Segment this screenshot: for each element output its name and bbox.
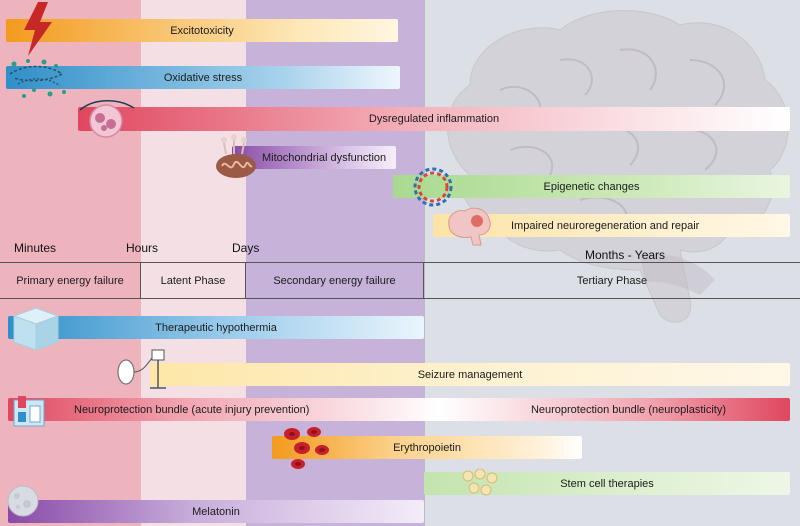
melatonin-label: Melatonin xyxy=(192,505,240,518)
impaired-neuroregeneration-label: Impaired neuroregeneration and repair xyxy=(511,219,700,232)
tertiary-phase-label: Tertiary Phase xyxy=(576,274,648,287)
mitochondrial-dysfunction-label: Mitochondrial dysfunction xyxy=(262,151,387,164)
seizure-management-label: Seizure management xyxy=(417,368,523,381)
moon-icon xyxy=(7,485,39,517)
secondary-phase-label: Secondary energy failure xyxy=(246,263,424,298)
neuroprotection-acute-label: Neuroprotection bundle (acute injury pre… xyxy=(74,403,310,416)
immune-cell-icon xyxy=(79,100,135,138)
neuroprotection-bundle-bar: Neuroprotection bundle (acute injury pre… xyxy=(8,398,790,421)
primary-phase-label: Primary energy failure xyxy=(0,263,141,298)
dysregulated-inflammation-bar: Dysregulated inflammation xyxy=(78,107,790,131)
erythropoietin-bar: Erythropoietin xyxy=(272,436,582,459)
dna-helix-icon xyxy=(413,167,453,207)
stem-cell-therapies-label: Stem cell therapies xyxy=(560,477,654,490)
red-blood-cells-icon xyxy=(284,427,329,469)
mitochondrial-dysfunction-bar: Mitochondrial dysfunction xyxy=(232,146,396,169)
hours-label: Hours xyxy=(126,241,159,255)
stem-cell-therapies-bar: Stem cell therapies xyxy=(424,472,790,495)
brain-small-icon xyxy=(448,207,491,246)
latent-phase-label: Latent Phase xyxy=(141,263,246,298)
neuroprotection-plasticity-label: Neuroprotection bundle (neuroplasticity) xyxy=(530,403,726,416)
oxidative-particles-icon xyxy=(9,59,66,98)
time-scale: Minutes Hours Days Months - Years xyxy=(0,235,800,263)
ice-cube-icon xyxy=(12,307,60,351)
oxidative-stress-label: Oxidative stress xyxy=(163,71,243,84)
therapeutic-hypothermia-label: Therapeutic hypothermia xyxy=(155,321,277,334)
excitotoxicity-label: Excitotoxicity xyxy=(170,24,234,37)
melatonin-bar: Melatonin xyxy=(8,500,424,523)
months-years-label: Months - Years xyxy=(585,248,666,262)
seizure-management-bar: Seizure management xyxy=(150,363,790,386)
epigenetic-changes-label: Epigenetic changes xyxy=(543,180,640,193)
oxidative-stress-bar: Oxidative stress xyxy=(6,66,400,89)
epigenetic-changes-bar: Epigenetic changes xyxy=(393,175,790,198)
stem-cells-icon xyxy=(462,468,498,496)
impaired-neuroregeneration-bar: Impaired neuroregeneration and repair xyxy=(433,214,790,237)
days-label: Days xyxy=(232,241,260,255)
lightning-icon xyxy=(24,2,52,56)
eeg-monitor-icon xyxy=(117,349,166,389)
excitotoxicity-bar: Excitotoxicity xyxy=(6,19,398,42)
phase-row: Primary energy failure Latent Phase Seco… xyxy=(0,262,800,299)
minutes-label: Minutes xyxy=(14,241,57,255)
erythropoietin-label: Erythropoietin xyxy=(393,441,461,454)
therapeutic-hypothermia-bar: Therapeutic hypothermia xyxy=(8,316,424,339)
mitochondrion-icon xyxy=(216,134,256,178)
medicine-kit-icon xyxy=(13,396,45,427)
dysregulated-inflammation-label: Dysregulated inflammation xyxy=(368,113,500,125)
